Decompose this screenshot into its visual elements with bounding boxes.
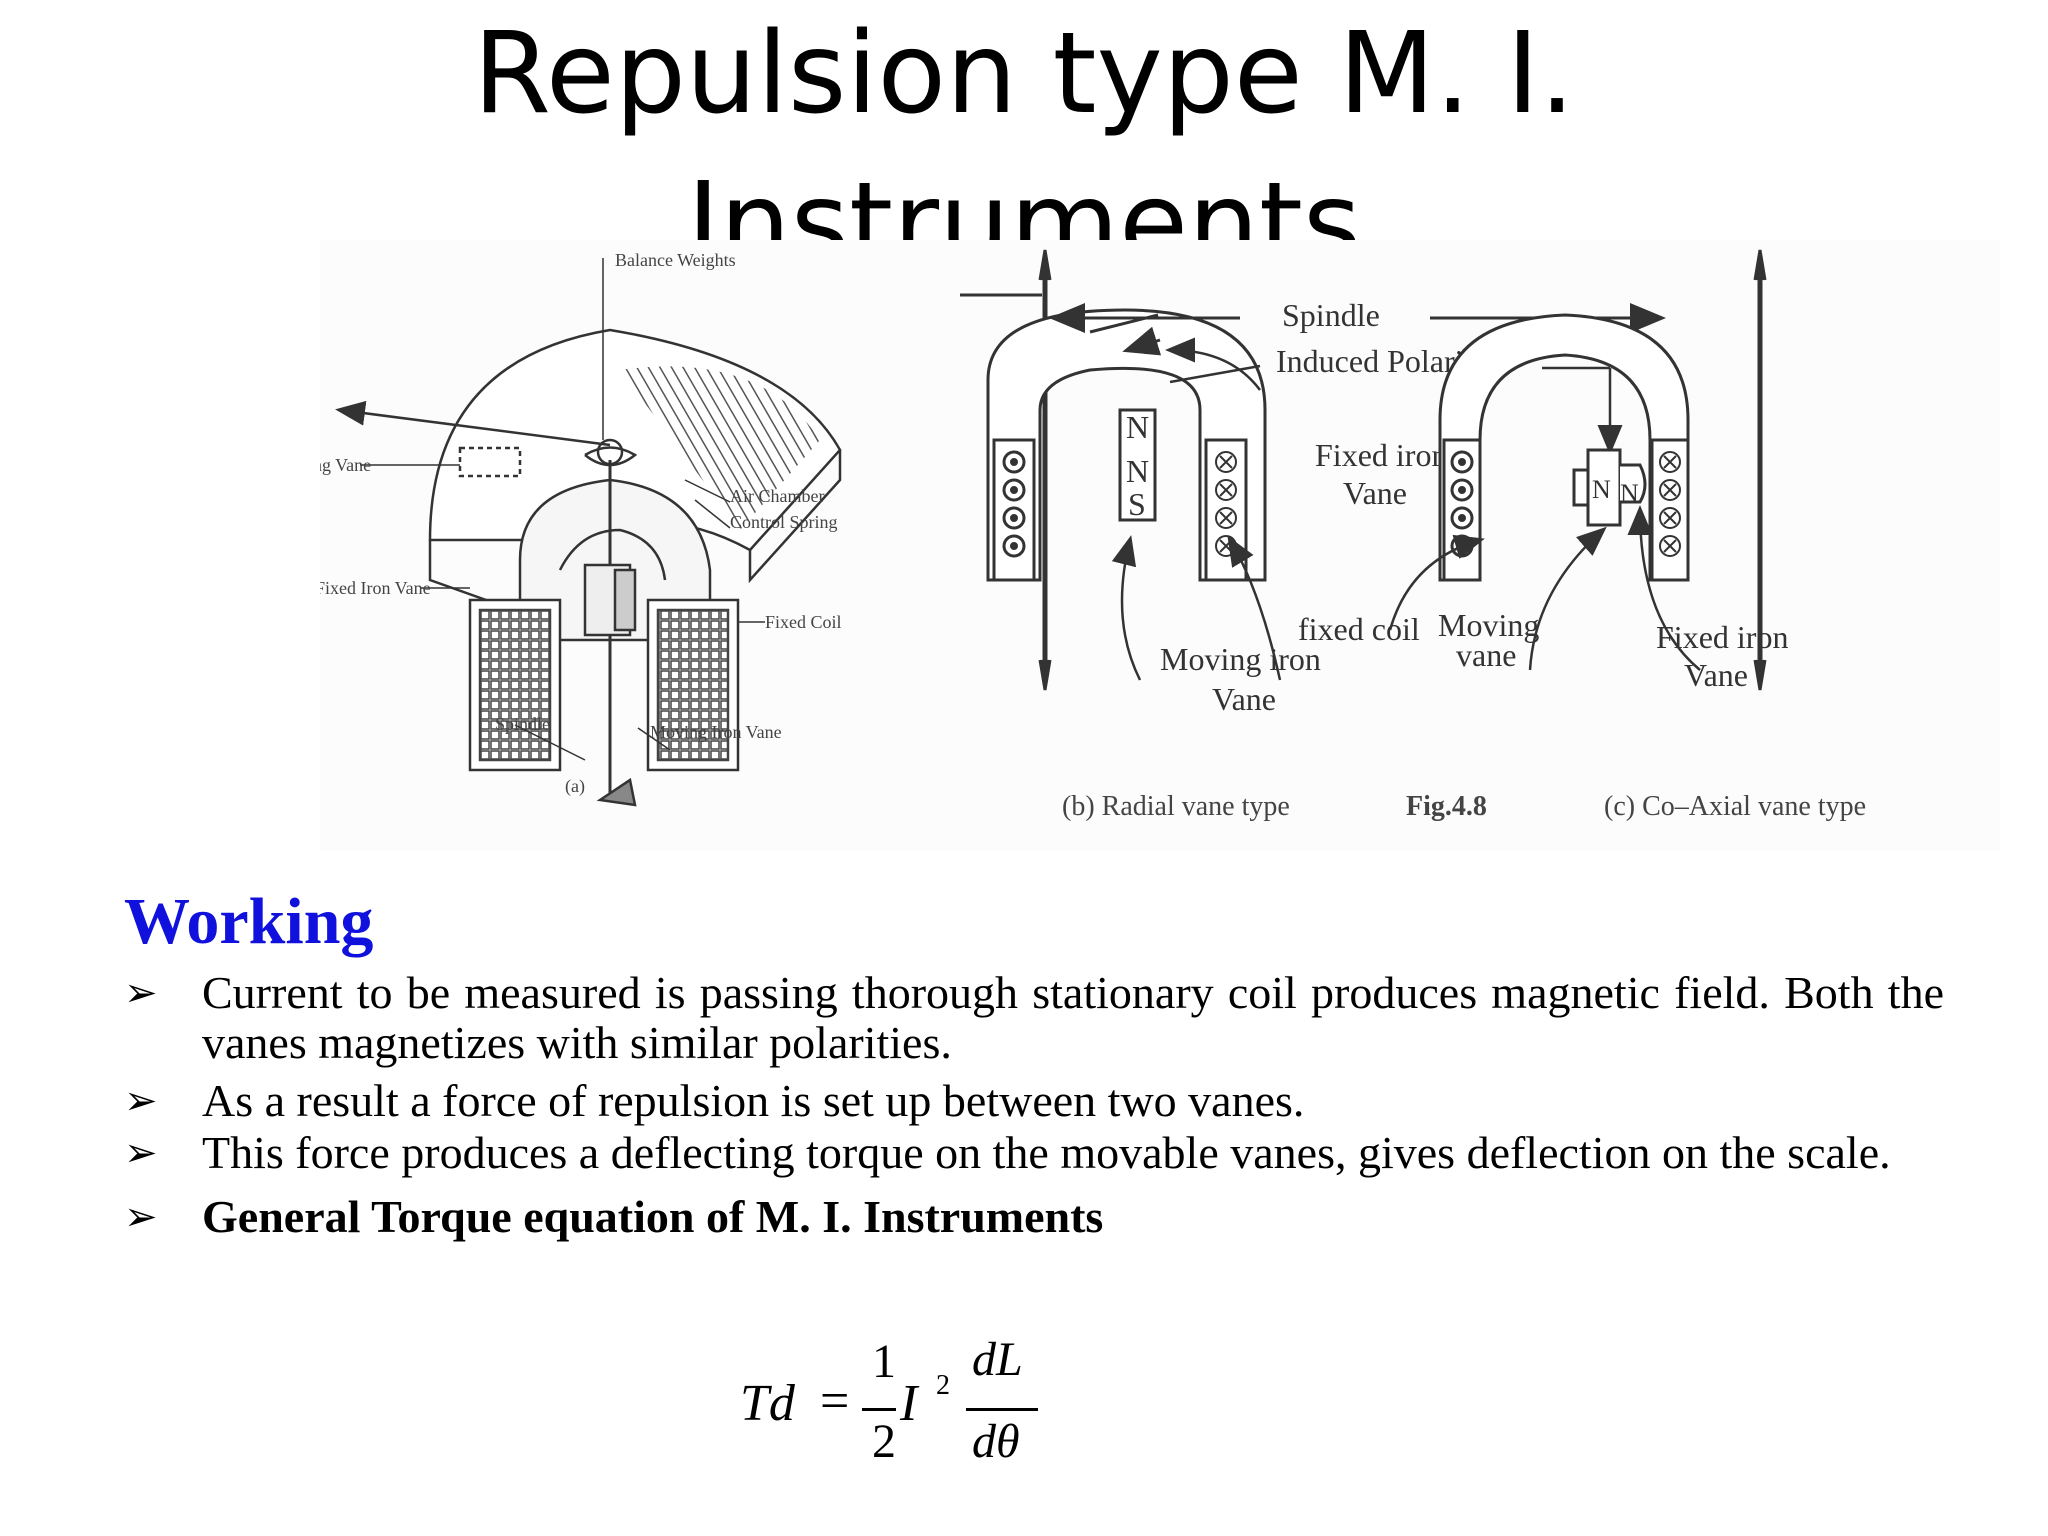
slide-title-line1: Repulsion type M. I. bbox=[473, 9, 1575, 139]
label-fixed-iron-b-2: Vane bbox=[1343, 475, 1407, 511]
bullet-item: ➢ As a result a force of repulsion is se… bbox=[124, 1076, 1944, 1126]
label-moving-vane-1: Moving bbox=[1438, 607, 1539, 643]
equation-fraction-denominator: 2 bbox=[872, 1415, 896, 1468]
torque-equation: Td = 1 2 I 2 dL dθ bbox=[740, 1333, 1080, 1480]
equation-derivative-bar bbox=[966, 1408, 1038, 1411]
fig-label: Fig.4.8 bbox=[1406, 791, 1487, 822]
label-fixed-iron-c-1: Fixed iron bbox=[1656, 619, 1788, 655]
label-moving-iron-1: Moving iron bbox=[1160, 641, 1321, 677]
equation-exponent: 2 bbox=[936, 1370, 950, 1401]
figure-a bbox=[335, 258, 842, 807]
figure-b bbox=[960, 249, 1282, 691]
label-spindle-a: Spindle bbox=[495, 714, 550, 734]
arrow-bullet-icon: ➢ bbox=[124, 970, 158, 1016]
equation-fraction-bar bbox=[862, 1408, 896, 1411]
label-air-chamber: Air Chamber bbox=[730, 486, 824, 506]
working-heading: Working bbox=[124, 885, 374, 958]
label-spindle-b: Spindle bbox=[1282, 297, 1380, 333]
pole-n-c1: N bbox=[1592, 475, 1611, 504]
mi-instrument-figure: Balance Weights Damping Vane Air Chamber… bbox=[320, 240, 2000, 850]
figure-drawing: Balance Weights Damping Vane Air Chamber… bbox=[320, 249, 1866, 822]
arrow-bullet-icon: ➢ bbox=[124, 1194, 158, 1240]
bullet-item: ➢ Current to be measured is passing thor… bbox=[124, 968, 1944, 1068]
label-control-spring: Control Spring bbox=[730, 512, 838, 532]
caption-b: (b) Radial vane type bbox=[1062, 791, 1290, 822]
label-fixed-coil: Fixed Coil bbox=[765, 612, 842, 632]
equation-fraction-numerator: 1 bbox=[872, 1335, 896, 1388]
equation-derivative-denominator: dθ bbox=[972, 1415, 1020, 1468]
bullet-text: Current to be measured is passing thorou… bbox=[202, 967, 1944, 1068]
bullet-item: ➢ This force produces a deflecting torqu… bbox=[124, 1128, 1944, 1178]
bullet-text: As a result a force of repulsion is set … bbox=[202, 1075, 1305, 1126]
label-moving-iron-2: Vane bbox=[1212, 681, 1276, 717]
pole-s: S bbox=[1128, 486, 1146, 522]
induced-polarities-leader bbox=[1169, 364, 1261, 384]
caption-c: (c) Co–Axial vane type bbox=[1604, 791, 1866, 822]
label-moving-vane-2: vane bbox=[1456, 637, 1516, 673]
arrow-bullet-icon: ➢ bbox=[124, 1078, 158, 1124]
equation-current: I bbox=[900, 1375, 918, 1432]
label-fixed-iron-b-1: Fixed iron bbox=[1315, 437, 1447, 473]
label-fixed-iron-vane: Fixed Iron Vane bbox=[320, 578, 431, 598]
arrow-bullet-icon: ➢ bbox=[124, 1130, 158, 1176]
label-damping-vane: Damping Vane bbox=[320, 455, 371, 475]
working-bullet-list: ➢ Current to be measured is passing thor… bbox=[124, 968, 1944, 1242]
pole-n-c2: N bbox=[1620, 479, 1639, 508]
equation-lhs: Td bbox=[740, 1375, 795, 1432]
figure-c bbox=[1388, 249, 1767, 691]
bullet-text: General Torque equation of M. I. Instrum… bbox=[202, 1191, 1104, 1242]
label-fixed-coil-b: fixed coil bbox=[1298, 611, 1420, 647]
bullet-text: This force produces a deflecting torque … bbox=[202, 1127, 1891, 1178]
pole-n-mid: N bbox=[1126, 453, 1149, 489]
label-balance-weights: Balance Weights bbox=[615, 250, 736, 270]
label-moving-iron-vane: Moving Iron Vane bbox=[650, 722, 782, 742]
pole-n-top: N bbox=[1126, 409, 1149, 445]
label-fixed-iron-c-2: Vane bbox=[1684, 657, 1748, 693]
bullet-item: ➢ General Torque equation of M. I. Instr… bbox=[124, 1192, 1944, 1242]
caption-a: (a) bbox=[565, 776, 585, 797]
equation-equals: = bbox=[820, 1373, 850, 1430]
equation-derivative-numerator: dL bbox=[972, 1333, 1023, 1386]
